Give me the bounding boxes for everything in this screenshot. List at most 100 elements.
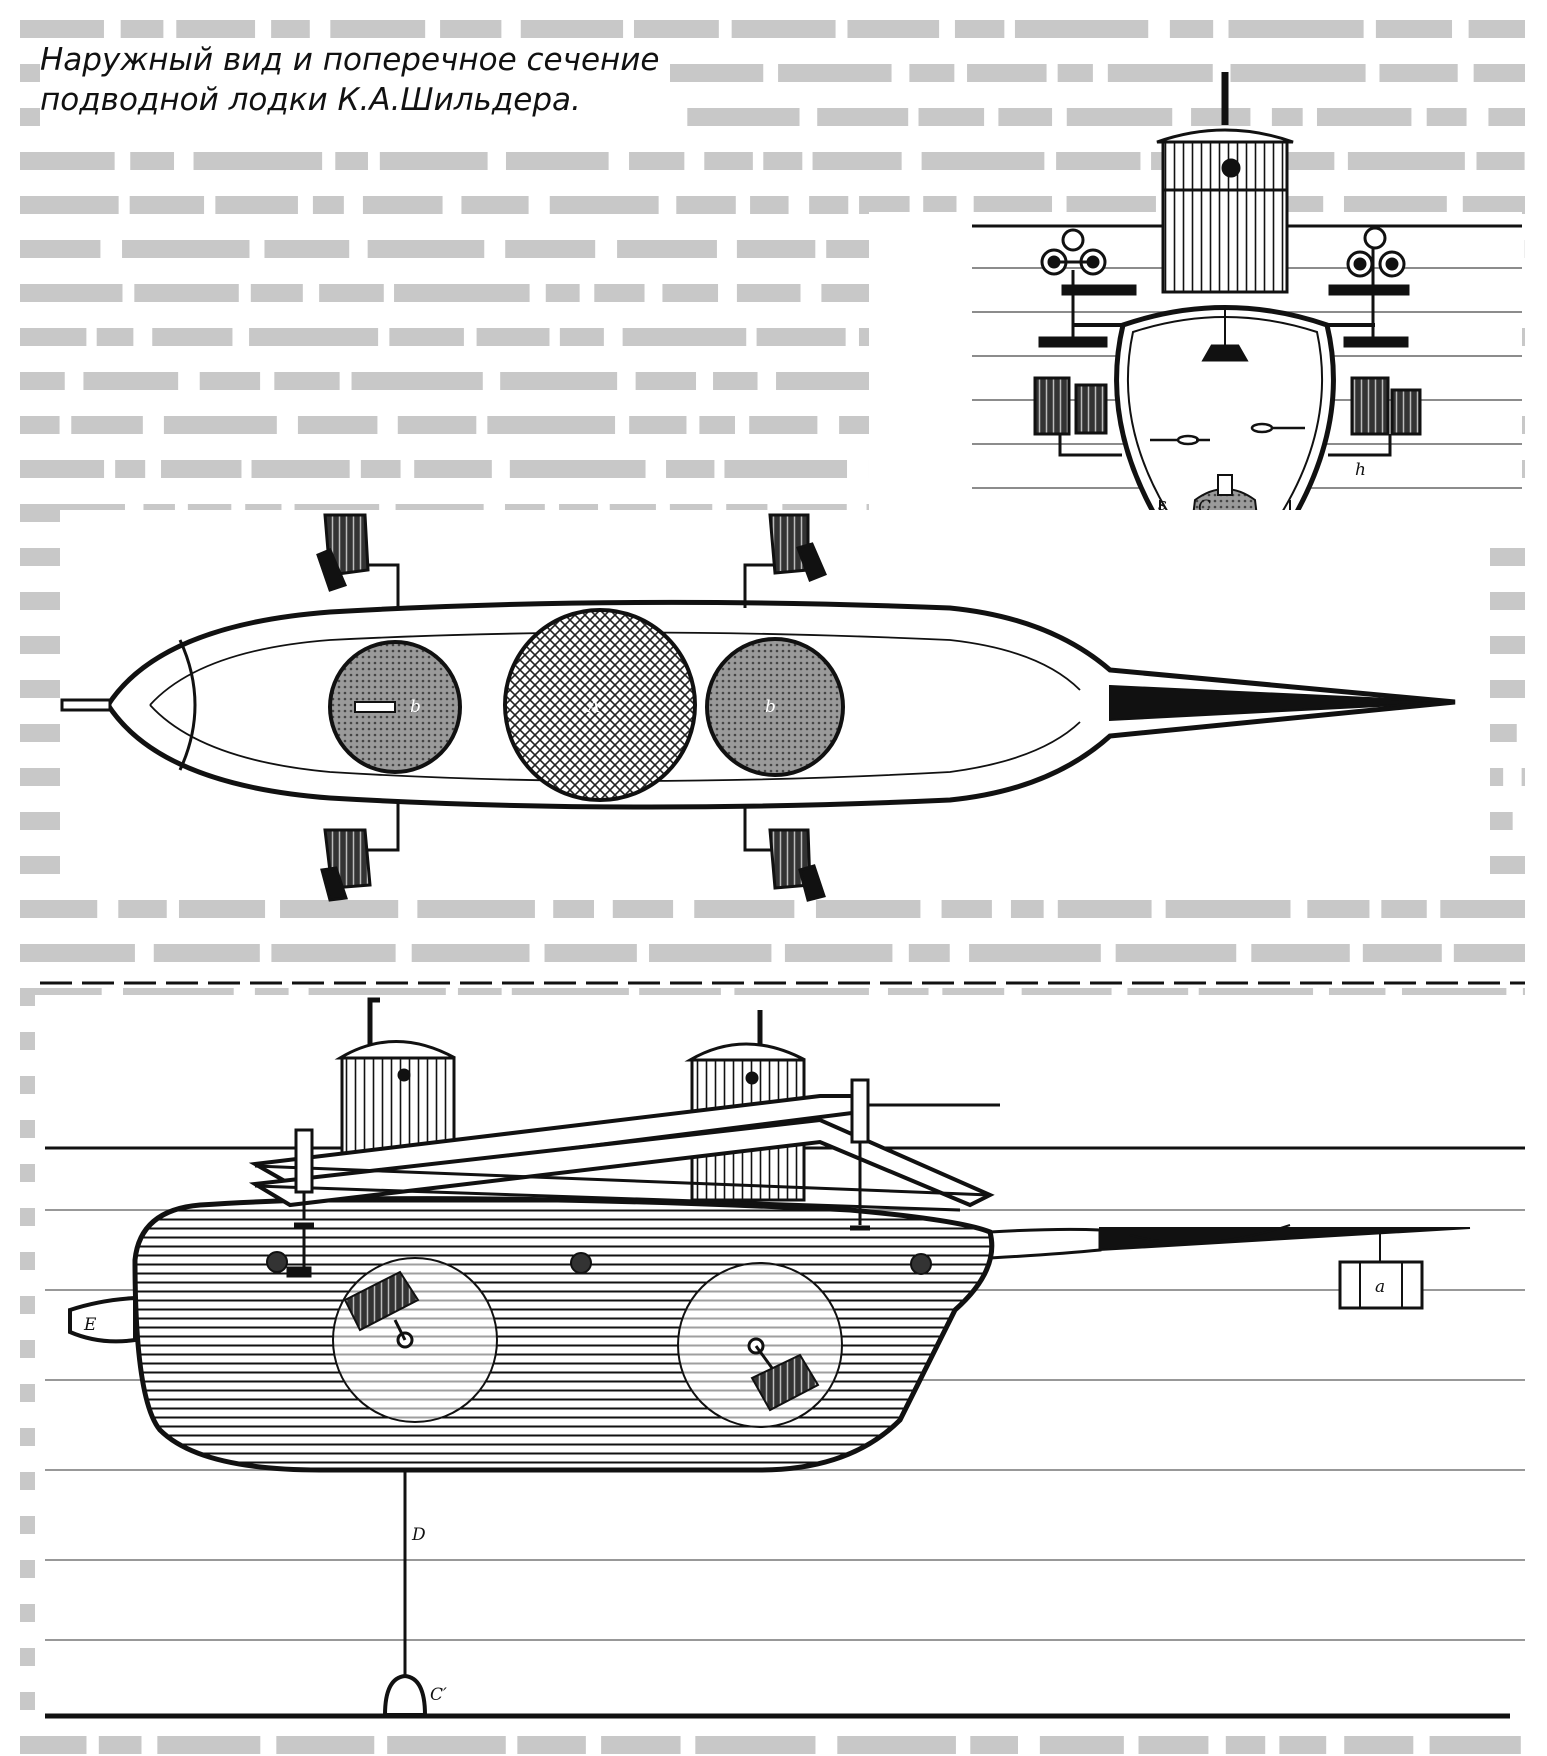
book-text-fragment [1056,152,1141,170]
book-text-fragment [736,240,816,258]
book-text-fragment [1521,768,1525,786]
book-text-fragment [153,944,260,962]
book-text-fragment [815,900,921,918]
book-text-fragment [601,1736,681,1754]
book-text-fragment [397,416,477,434]
caption-line-2: подводной лодки К.А.Шильдера. [40,82,581,118]
book-text-fragment [998,108,1053,126]
book-text-fragment [1343,196,1447,214]
book-text-fragment [1473,64,1525,82]
book-text-fragment [1107,64,1213,82]
book-text-fragment [20,636,65,654]
book-text-fragment [152,328,233,346]
book-text-fragment [161,460,242,478]
book-text-fragment [629,152,685,170]
book-text-fragment [312,196,344,214]
book-text-fragment [666,64,764,82]
book-text-fragment [750,196,789,214]
book-text-fragment [812,152,902,170]
book-text-fragment [837,1736,956,1754]
book-text-fragment [20,20,104,38]
book-text-fragment [1165,900,1291,918]
book-text-fragment [1381,900,1427,918]
book-text-fragment [633,20,719,38]
label-h: h [1355,460,1366,480]
book-text-fragment [545,284,580,302]
book-text-fragment [362,196,443,214]
book-text-fragment [351,372,483,390]
book-text-fragment [509,460,646,478]
book-text-fragment [1379,64,1458,82]
book-text-fragment [335,152,368,170]
book-text-fragment [96,328,134,346]
book-text-fragment [666,460,715,478]
book-text-fragment [297,416,378,434]
book-text-fragment [367,240,485,258]
book-text-fragment [20,328,87,346]
book-text-fragment [1279,152,1335,170]
book-text-fragment [967,64,1047,82]
book-text-fragment [271,944,396,962]
book-text-fragment [909,64,955,82]
book-text-fragment [134,284,239,302]
book-text-fragment [98,1736,142,1754]
book-text-fragment [756,328,846,346]
book-text-fragment [649,944,772,962]
book-text-fragment [809,196,849,214]
book-text-fragment [969,944,1101,962]
book-text-fragment [20,372,65,390]
book-text-fragment [360,460,401,478]
book-text-fragment [736,284,801,302]
book-text-fragment [520,20,624,38]
book-text-fragment [1230,64,1366,82]
book-text-fragment [1468,20,1525,38]
book-text-fragment [1476,152,1525,170]
book-text-fragment [784,944,893,962]
book-text-fragment [847,20,940,38]
book-text-fragment [1039,1736,1124,1754]
label-drum-a: A [586,697,600,717]
book-text-fragment [20,944,135,962]
book-text-fragment [544,944,637,962]
book-text-fragment [379,152,488,170]
book-text-fragment [594,284,645,302]
label-a: a [1375,1277,1385,1297]
book-text-fragment [20,900,98,918]
plan-view: b A b [60,510,1490,902]
book-text-fragment [1440,900,1525,918]
side-view: E [35,995,1525,1735]
book-text-fragment [1429,1736,1521,1754]
book-text-fragment [118,900,167,918]
book-text-fragment [163,416,277,434]
book-text-fragment [389,328,464,346]
book-text-fragment [505,152,609,170]
book-text-fragment [1347,152,1465,170]
book-text-fragment [20,1736,87,1754]
label-drum-b-right: b [765,697,776,717]
book-text-fragment [215,196,298,214]
book-text-fragment [695,1736,816,1754]
book-text-fragment [461,196,529,214]
book-text-fragment [923,196,957,214]
book-text-fragment [199,372,261,390]
book-text-fragment [1228,20,1364,38]
book-text-fragment [617,240,717,258]
book-text-fragment [1057,64,1093,82]
book-text-fragment [954,20,1005,38]
book-text-fragment [1344,1736,1414,1754]
book-text-fragment [20,856,64,874]
book-text-fragment [749,416,818,434]
book-text-fragment [1251,944,1350,962]
book-text-fragment [699,416,736,434]
label-c-prime: C′ [430,1685,447,1705]
book-text-fragment [629,416,687,434]
book-text-fragment [487,416,616,434]
book-text-fragment [20,812,61,830]
book-text-fragment [694,900,795,918]
book-text-fragment [1426,108,1467,126]
book-text-fragment [1271,108,1303,126]
book-text-fragment [687,108,800,126]
book-text-fragment [71,416,143,434]
